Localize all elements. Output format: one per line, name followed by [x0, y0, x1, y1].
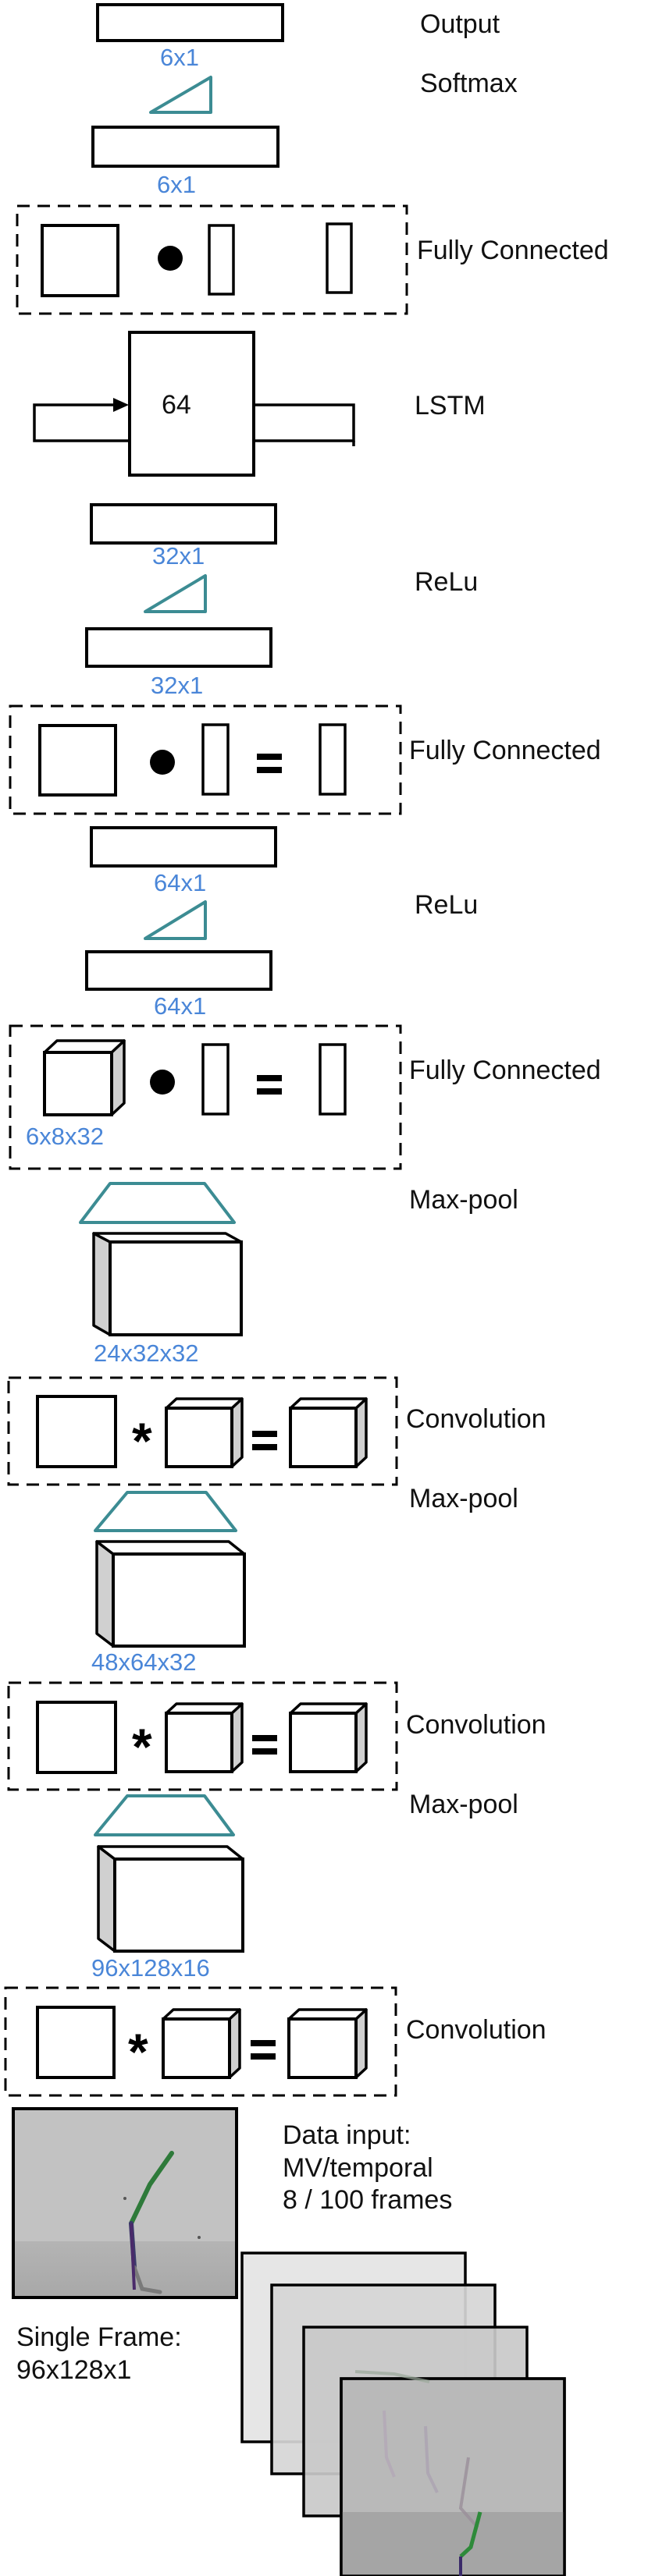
maxpool1-volume-cube — [92, 1232, 243, 1336]
lstm-output-line — [254, 403, 355, 442]
fc1-vector-box — [208, 224, 235, 296]
relu2-input-dim-label: 64x1 — [154, 992, 206, 1020]
fc1-dashed-frame — [16, 204, 408, 315]
maxpool2-label: Max-pool — [409, 1484, 518, 1513]
conv3-dashed-frame — [4, 1986, 397, 2097]
fc3-dot-product-icon — [150, 1070, 175, 1095]
fc1-dot-product-icon — [158, 246, 183, 271]
conv2-label: Convolution — [406, 1710, 547, 1740]
lstm-units-label: 64 — [162, 390, 191, 420]
single-frame-image — [12, 2107, 238, 2299]
relu2-output-dim-label: 64x1 — [154, 869, 206, 896]
fc3-equals-bar-bottom — [257, 1088, 282, 1095]
fc2-equals-bar-top — [257, 754, 282, 760]
conv1-label: Convolution — [406, 1404, 547, 1434]
fc3-vector-box — [201, 1043, 230, 1116]
fc2-dashed-frame — [9, 704, 402, 815]
lstm-recurrent-line — [33, 403, 129, 442]
maxpool1-label: Max-pool — [409, 1185, 518, 1215]
relu2-output-vector-box — [90, 826, 277, 868]
temporal-frame-stack — [240, 2251, 566, 2576]
conv1-equals-bar-top — [252, 1431, 277, 1437]
conv2-kernel-cube — [165, 1702, 244, 1773]
conv1-dashed-frame — [7, 1376, 398, 1486]
fc2-equals-bar-bottom — [257, 767, 282, 773]
maxpool2-volume-cube — [95, 1540, 246, 1648]
fc3-equals-bar-top — [257, 1075, 282, 1081]
output-vector-box — [96, 3, 284, 42]
conv3-equals-bar-bottom — [251, 2053, 276, 2060]
relu2-activation-icon — [144, 900, 207, 940]
lstm-cell-box — [128, 331, 255, 477]
fc3-cube-dim-label: 6x8x32 — [26, 1123, 104, 1150]
conv3-output-cube — [287, 2008, 368, 2079]
data-input-type: MV/temporal — [283, 2153, 433, 2183]
output-label: Output — [420, 9, 500, 39]
conv1-equals-bar-bottom — [252, 1444, 277, 1450]
fc3-dashed-frame — [9, 1024, 402, 1170]
single-frame-title: Single Frame: — [16, 2322, 182, 2352]
fc2-vector-box — [201, 723, 230, 796]
conv1-output-cube — [289, 1397, 368, 1468]
maxpool3-label: Max-pool — [409, 1790, 518, 1819]
fc1-output-vector-box — [326, 222, 353, 294]
conv3-label: Convolution — [406, 2015, 547, 2045]
fc2-label: Fully Connected — [409, 736, 601, 765]
fc3-label: Fully Connected — [409, 1056, 601, 1085]
conv1-convolution-operator: * — [132, 1412, 152, 1470]
fc1-matrix-box — [41, 224, 119, 297]
conv3-kernel-cube — [162, 2008, 241, 2079]
maxpool2-trapezoid-icon — [94, 1491, 237, 1532]
softmax-activation-icon — [149, 76, 212, 114]
maxpool1-trapezoid-icon — [79, 1182, 236, 1224]
relu2-label: ReLu — [415, 890, 478, 920]
relu1-input-vector-box — [85, 627, 272, 668]
lstm-arrow-head — [113, 398, 129, 412]
fc1-label: Fully Connected — [417, 236, 609, 265]
maxpool1-volume-dim-label: 24x32x32 — [94, 1339, 198, 1367]
conv2-convolution-operator: * — [132, 1718, 152, 1776]
relu1-output-dim-label: 32x1 — [152, 542, 205, 569]
conv3-convolution-operator: * — [128, 2023, 148, 2081]
conv1-input-box — [36, 1395, 117, 1468]
relu1-label: ReLu — [415, 567, 478, 597]
relu1-output-vector-box — [90, 503, 277, 545]
conv2-input-box — [36, 1701, 117, 1774]
maxpool3-trapezoid-icon — [94, 1794, 235, 1836]
conv1-kernel-cube — [165, 1397, 244, 1468]
fc3-input-cube — [43, 1039, 126, 1116]
fc3-output-vector-box — [319, 1043, 347, 1116]
conv2-output-cube — [289, 1702, 368, 1773]
conv3-input-box — [36, 2006, 116, 2079]
relu1-input-dim-label: 32x1 — [151, 672, 203, 699]
relu1-activation-icon — [144, 574, 207, 613]
maxpool3-volume-dim-label: 96x128x16 — [91, 1954, 210, 1982]
conv2-equals-bar-top — [252, 1735, 277, 1741]
maxpool2-volume-dim-label: 48x64x32 — [91, 1648, 196, 1676]
fc2-output-vector-box — [319, 723, 347, 796]
fc2-matrix-box — [38, 724, 117, 797]
conv2-dashed-frame — [7, 1681, 398, 1791]
softmax-input-vector-box — [91, 126, 279, 168]
conv3-equals-bar-top — [251, 2040, 276, 2046]
single-frame-dims: 96x128x1 — [16, 2355, 131, 2385]
fc2-dot-product-icon — [150, 750, 175, 775]
lstm-label: LSTM — [415, 391, 486, 420]
conv2-equals-bar-bottom — [252, 1748, 277, 1755]
output-dim-label: 6x1 — [160, 44, 199, 71]
data-input-frames: 8 / 100 frames — [283, 2185, 452, 2215]
softmax-label: Softmax — [420, 69, 518, 98]
softmax-input-dim-label: 6x1 — [157, 171, 196, 198]
data-input-title: Data input: — [283, 2120, 411, 2150]
maxpool3-volume-cube — [97, 1845, 244, 1953]
relu2-input-vector-box — [85, 950, 272, 991]
